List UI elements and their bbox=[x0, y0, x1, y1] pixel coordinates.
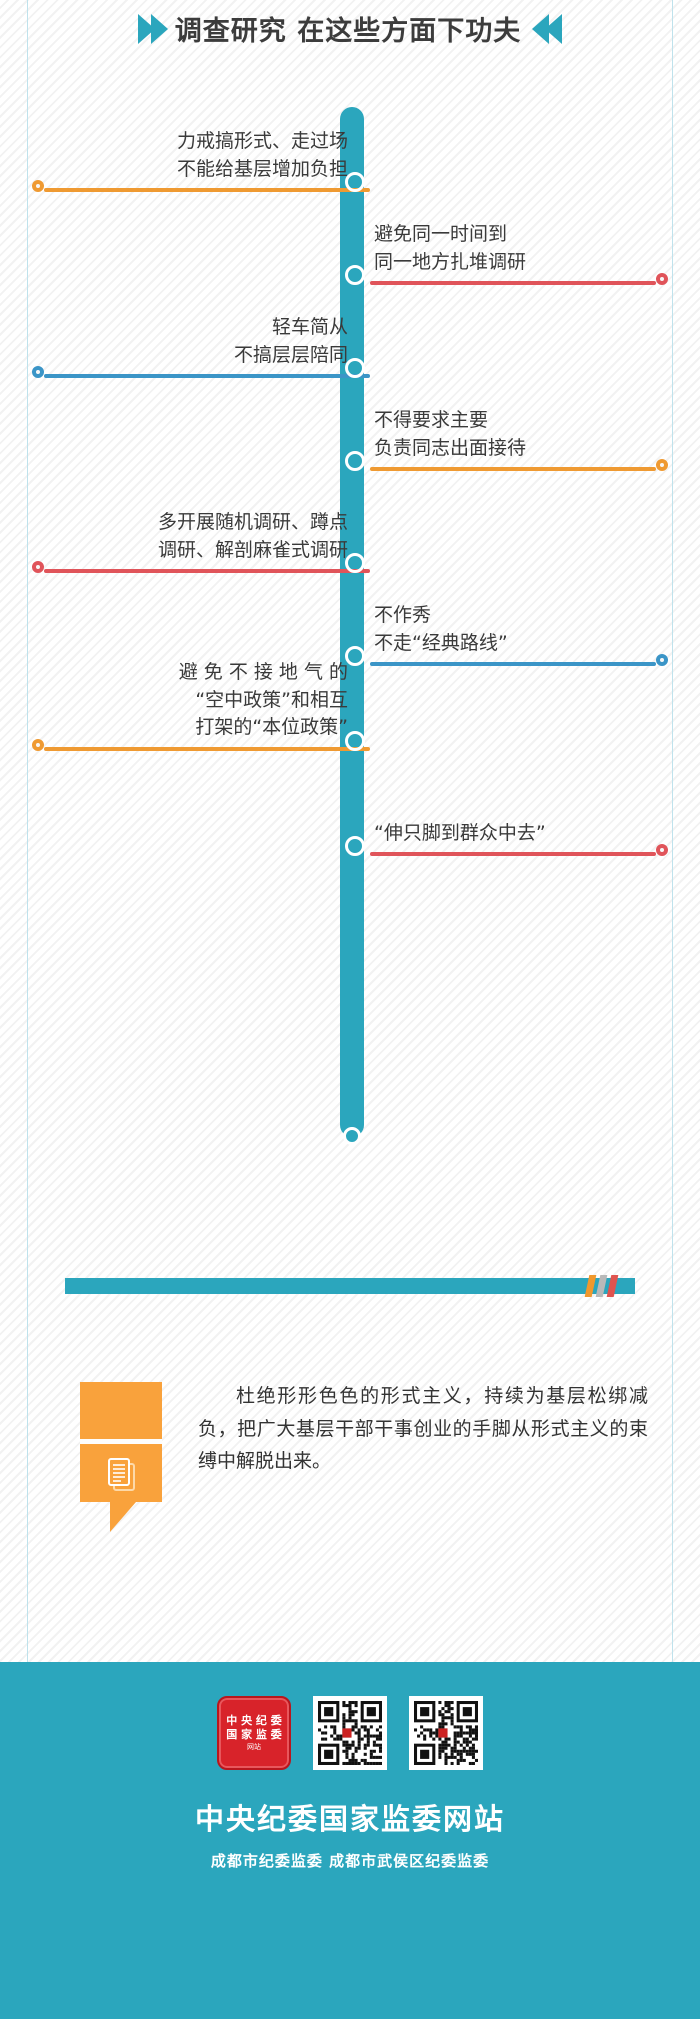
timeline-item-label: 多开展随机调研、蹲点 调研、解剖麻雀式调研 bbox=[157, 511, 348, 561]
timeline-node-8 bbox=[345, 836, 365, 856]
ccdi-seal-badge: 中 央 纪 委 国 家 监 委 网站 bbox=[217, 1696, 291, 1770]
timeline-connector bbox=[32, 561, 370, 573]
summary-callout: 杜绝形形色色的形式主义，持续为基层松绑减负，把广大基层干部干事创业的手脚从形式主… bbox=[0, 1360, 700, 1640]
timeline-item-label: “伸只脚到群众中去” bbox=[374, 822, 546, 844]
footer-title: 中央纪委国家监委网站 bbox=[194, 1802, 505, 1836]
timeline-connector bbox=[370, 844, 668, 856]
timeline-node-4 bbox=[345, 451, 365, 471]
code-row: 中 央 纪 委 国 家 监 委 网站 bbox=[217, 1696, 483, 1770]
badge-line-2: 国 家 监 委 bbox=[226, 1727, 282, 1741]
qr-code-icon[interactable] bbox=[409, 1696, 483, 1770]
badge-line-1: 中 央 纪 委 bbox=[226, 1713, 282, 1727]
timeline-endpoint-dot bbox=[656, 654, 668, 666]
timeline-item-label: 不得要求主要 负责同志出面接待 bbox=[374, 409, 527, 459]
progress-bar-track bbox=[65, 1278, 635, 1294]
speech-bubble-tail bbox=[110, 1502, 136, 1532]
page-footer: 中 央 纪 委 国 家 监 委 网站 中央纪委国家监委网站 成都市纪委监委 成都… bbox=[0, 1662, 700, 2019]
document-stack-icon bbox=[104, 1456, 140, 1494]
timeline-connector bbox=[32, 366, 370, 378]
timeline-connector bbox=[32, 739, 370, 751]
page-title: 调查研究 在这些方面下功夫 bbox=[174, 16, 522, 47]
timeline-node-6 bbox=[345, 646, 365, 666]
timeline-node-5 bbox=[345, 553, 365, 573]
progress-bar[interactable] bbox=[0, 1270, 700, 1300]
timeline-endpoint-dot bbox=[32, 180, 44, 192]
timeline-connector bbox=[32, 180, 370, 192]
timeline-endpoint-dot bbox=[32, 739, 44, 751]
badge-line-3: 网站 bbox=[247, 1743, 261, 1752]
qr-code-icon[interactable] bbox=[313, 1696, 387, 1770]
timeline-node-1 bbox=[345, 172, 365, 192]
timeline-endpoint-dot bbox=[32, 366, 44, 378]
timeline-spine bbox=[340, 107, 364, 1137]
double-chevron-left-icon bbox=[532, 13, 563, 44]
double-chevron-right-icon bbox=[137, 13, 168, 44]
timeline-node-7 bbox=[345, 731, 365, 751]
speech-bubble-divider bbox=[80, 1439, 162, 1444]
timeline-item-label: 避免同一时间到 同一地方扎堆调研 bbox=[374, 223, 527, 273]
guide-rule-left bbox=[27, 0, 28, 2019]
summary-text: 杜绝形形色色的形式主义，持续为基层松绑减负，把广大基层干部干事创业的手脚从形式主… bbox=[198, 1385, 648, 1473]
guide-rule-right bbox=[672, 0, 673, 2019]
timeline-item-label: 力戒搞形式、走过场 不能给基层增加负担 bbox=[176, 130, 348, 180]
footer-subtitle: 成都市纪委监委 成都市武侯区纪委监委 bbox=[210, 1852, 490, 1870]
timeline-connector bbox=[370, 273, 668, 285]
timeline-endpoint-dot bbox=[656, 459, 668, 471]
timeline-endpoint-dot bbox=[656, 273, 668, 285]
page-header: 调查研究 在这些方面下功夫 bbox=[0, 0, 700, 57]
timeline-endpoint-dot bbox=[32, 561, 44, 573]
timeline-node-2 bbox=[345, 265, 365, 285]
timeline-connector bbox=[370, 459, 668, 471]
timeline: 力戒搞形式、走过场 不能给基层增加负担避免同一时间到 同一地方扎堆调研轻车简从 … bbox=[0, 57, 700, 1220]
timeline-item-label: 避 免 不 接 地 气 的 “空中政策”和相互 打架的“本位政策” bbox=[178, 661, 348, 739]
timeline-connector bbox=[370, 654, 668, 666]
timeline-endpoint-dot bbox=[656, 844, 668, 856]
timeline-node-3 bbox=[345, 358, 365, 378]
timeline-item-label: 轻车简从 不搞层层陪同 bbox=[233, 316, 348, 366]
timeline-item-label: 不作秀 不走“经典路线” bbox=[374, 604, 508, 654]
timeline-end-cap bbox=[343, 1127, 361, 1145]
